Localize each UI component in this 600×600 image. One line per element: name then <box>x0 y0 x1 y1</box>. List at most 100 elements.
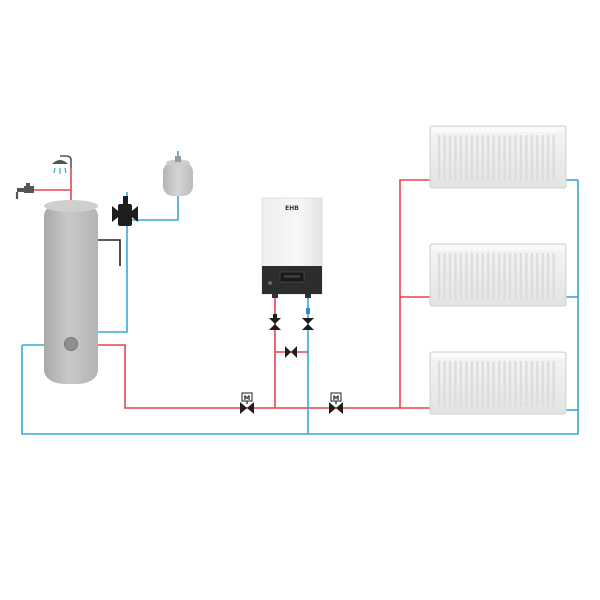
radiator-2 <box>429 243 567 307</box>
radiator-fin <box>465 361 468 407</box>
radiator-fin <box>519 361 523 407</box>
boiler-return-valve <box>302 308 314 330</box>
electric-boiler: EHB <box>261 197 323 298</box>
radiator-fin <box>541 135 544 181</box>
radiator-fin <box>454 253 457 299</box>
radiator-top-grille <box>432 127 564 132</box>
cold-return-main <box>21 180 579 435</box>
radiator-fin <box>547 253 550 299</box>
radiator-top-grille <box>432 353 564 358</box>
radiator-3 <box>429 351 567 415</box>
radiator-fin <box>448 253 452 299</box>
radiator-fin <box>465 135 468 181</box>
boiler-flow-valve <box>269 314 281 330</box>
radiator-fin <box>443 253 446 299</box>
radiator-fin <box>443 361 446 407</box>
radiator-fin <box>525 135 528 181</box>
cylinder-body <box>44 202 98 384</box>
motorized-valve-left: M <box>240 392 254 414</box>
radiator-fin <box>438 135 441 181</box>
radiator-fin <box>470 361 473 407</box>
radiator-fin <box>454 361 457 407</box>
radiator-fin <box>552 361 555 407</box>
tank-cold-feed <box>98 192 128 333</box>
radiator-fin <box>530 253 533 299</box>
radiator-fin <box>448 135 452 181</box>
radiator-fin <box>492 361 495 407</box>
hot-water-cylinder <box>44 200 98 384</box>
radiator-fin <box>448 361 452 407</box>
radiator-fin <box>498 361 501 407</box>
radiator-fin <box>536 135 539 181</box>
radiator-fin <box>476 253 479 299</box>
radiator-fin <box>519 135 523 181</box>
pipework <box>21 151 579 435</box>
radiator-fin <box>476 135 479 181</box>
radiator-fin <box>492 253 495 299</box>
expansion-vessel-icon <box>163 156 193 196</box>
radiator-fin <box>438 361 441 407</box>
boiler-knob <box>268 281 272 285</box>
radiator-fin <box>503 361 506 407</box>
radiator-fin <box>525 253 528 299</box>
radiator-fin <box>508 253 512 299</box>
radiator-fin <box>503 135 506 181</box>
radiator-fin <box>519 253 523 299</box>
radiator-fin <box>487 253 490 299</box>
cylinder-heater-port <box>64 337 78 351</box>
motorized-valve-right-label: M <box>333 394 339 402</box>
radiator-fin <box>530 361 533 407</box>
shower-icon <box>52 155 72 174</box>
radiator-fin <box>498 135 501 181</box>
radiator-fin <box>459 361 463 407</box>
motorized-valve-right: M <box>329 392 343 414</box>
radiator-1 <box>429 125 567 189</box>
radiator-fin <box>552 253 555 299</box>
boiler-brand-label: EHB <box>285 205 299 212</box>
radiator-fin <box>443 135 446 181</box>
radiator-fin <box>514 253 517 299</box>
mixing-valve-link <box>98 239 121 266</box>
radiator-fin <box>459 135 463 181</box>
radiator-top-grille <box>432 245 564 250</box>
radiator-fin <box>454 135 457 181</box>
radiator-fin <box>470 135 473 181</box>
radiators <box>429 125 567 415</box>
motorized-valve-left-label: M <box>244 394 250 402</box>
tank-hot-outlet <box>30 168 72 202</box>
cylinder-top <box>44 200 98 212</box>
radiator-fin <box>530 135 533 181</box>
expansion-feed <box>127 196 179 221</box>
radiator-fin <box>525 361 528 407</box>
safety-valve-group <box>112 196 138 226</box>
radiator-fin <box>498 253 501 299</box>
radiator-fin <box>541 361 544 407</box>
radiator-fin <box>508 135 512 181</box>
radiator-fin <box>508 361 512 407</box>
radiator-fin <box>492 135 495 181</box>
radiator-fin <box>438 253 441 299</box>
radiator-fin <box>481 253 484 299</box>
radiator-fin <box>536 253 539 299</box>
radiator-fin <box>541 253 544 299</box>
radiator-fin <box>536 361 539 407</box>
hot-flow-main <box>98 179 432 409</box>
radiator-fin <box>503 253 506 299</box>
radiator-fin <box>476 361 479 407</box>
radiator-fin <box>481 361 484 407</box>
radiator-fin <box>487 135 490 181</box>
radiator-fin <box>547 361 550 407</box>
tap-icon <box>15 183 34 199</box>
radiator-fin <box>487 361 490 407</box>
bypass-valve <box>285 346 297 358</box>
radiator-fin <box>481 135 484 181</box>
radiator-fin <box>547 135 550 181</box>
radiator-fin <box>459 253 463 299</box>
radiator-fin <box>465 253 468 299</box>
radiator-fin <box>470 253 473 299</box>
radiator-fin <box>514 361 517 407</box>
radiator-fin <box>552 135 555 181</box>
radiator-fin <box>514 135 517 181</box>
